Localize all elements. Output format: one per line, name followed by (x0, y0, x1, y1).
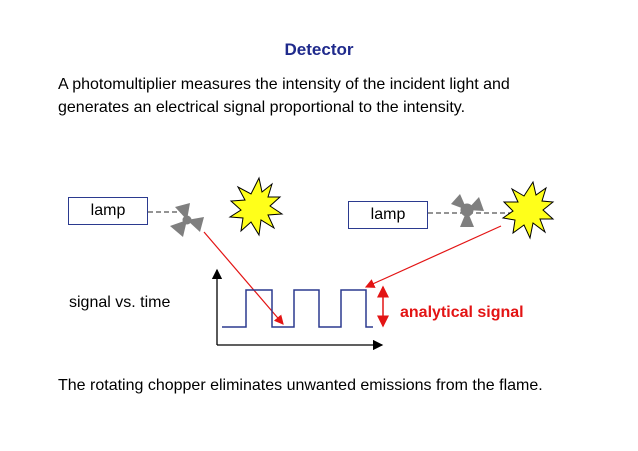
flame-left-icon (228, 176, 284, 237)
lamp-right-box: lamp (348, 201, 428, 229)
chopper-left-icon (170, 203, 204, 237)
footer-text: The rotating chopper eliminates unwanted… (58, 377, 543, 394)
page-title: Detector (284, 40, 354, 59)
signal-vs-time-label: signal vs. time (69, 294, 171, 311)
lamp-left-box: lamp (68, 197, 148, 225)
incident-arrow-right (364, 225, 502, 288)
signal-square-wave (222, 289, 373, 328)
analytical-signal-label: analytical signal (400, 304, 524, 321)
incident-arrow-left (203, 231, 284, 325)
intro-text: A photomultiplier measures the intensity… (58, 76, 510, 116)
chopper-right-icon (451, 194, 484, 227)
flame-right-icon (501, 180, 555, 240)
